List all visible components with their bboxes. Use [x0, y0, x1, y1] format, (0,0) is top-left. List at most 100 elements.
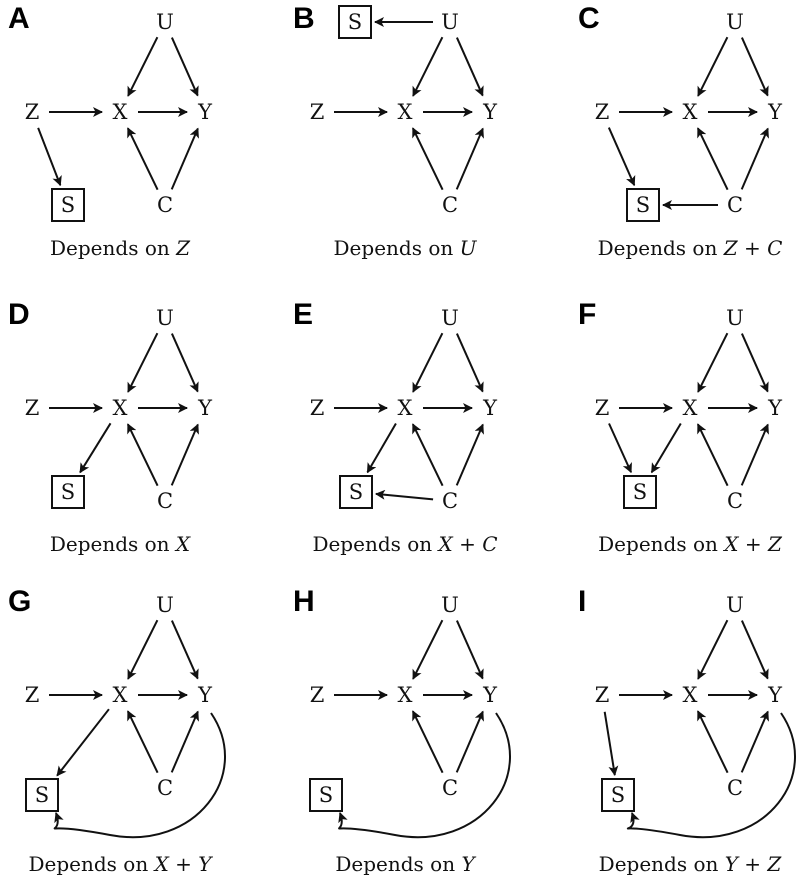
edge-c-to-s	[374, 489, 434, 501]
node-z: Z	[310, 396, 325, 420]
caption-prefix: Depends on	[50, 532, 176, 556]
edge-c-to-x	[126, 127, 159, 191]
node-s: S	[61, 193, 75, 217]
edge-x-to-s	[366, 423, 397, 474]
edge-u-to-x	[697, 619, 729, 680]
node-c: C	[442, 193, 458, 217]
edge-c-to-y	[455, 127, 484, 190]
node-u: U	[156, 10, 174, 34]
node-s: S	[611, 783, 625, 807]
panel-caption: Depends on X + Z	[598, 532, 783, 556]
node-c: C	[157, 193, 173, 217]
panel-caption: Depends on Y	[335, 852, 476, 876]
panel-letter: A	[8, 2, 30, 35]
caption-prefix: Depends on	[334, 236, 460, 260]
panel-caption: Depends on Y + Z	[599, 852, 783, 876]
edge-u-to-y	[170, 37, 199, 97]
node-x: X	[398, 683, 413, 707]
edge-x-to-s	[650, 422, 682, 474]
edge-x-to-s	[56, 708, 110, 777]
node-x: X	[683, 396, 698, 420]
caption-variables: X + C	[437, 532, 498, 556]
selection-box	[339, 475, 373, 509]
edge-u-to-x	[127, 619, 159, 680]
node-u: U	[156, 306, 174, 330]
edge-c-to-x	[696, 710, 729, 774]
edge-u-to-y	[170, 333, 199, 393]
node-c: C	[442, 776, 458, 800]
node-s: S	[319, 783, 333, 807]
node-y: Y	[197, 683, 213, 707]
edge-u-to-x	[412, 332, 444, 393]
edge-u-to-y	[170, 620, 199, 680]
panel-caption: Depends on X + Y	[28, 852, 213, 876]
edge-c-to-x	[411, 710, 444, 774]
panel-letter: F	[578, 298, 596, 331]
panel-letter: C	[578, 2, 600, 35]
caption-prefix: Depends on	[312, 532, 438, 556]
panel-caption: Depends on Z + C	[598, 236, 783, 260]
edge-u-to-x	[127, 36, 159, 97]
node-x: X	[113, 396, 128, 420]
panel-caption: Depends on X + C	[312, 532, 497, 556]
selection-box	[25, 778, 59, 812]
edge-u-to-y	[455, 620, 484, 680]
selection-box	[623, 475, 657, 509]
edge-x-to-s	[79, 422, 112, 474]
selection-box	[601, 778, 635, 812]
node-c: C	[157, 776, 173, 800]
node-x: X	[113, 683, 128, 707]
node-c: C	[727, 489, 743, 513]
node-x: X	[683, 100, 698, 124]
node-u: U	[441, 593, 459, 617]
panel-caption: Depends on Z	[50, 236, 191, 260]
caption-variables: Y	[461, 852, 476, 876]
selection-box	[309, 778, 343, 812]
edge-c-to-y	[170, 127, 199, 190]
caption-variables: X	[174, 532, 191, 556]
node-c: C	[442, 489, 458, 513]
caption-variables: Z + C	[723, 236, 783, 260]
edge-c-to-x	[411, 423, 444, 487]
caption-variables: Y + Z	[725, 852, 783, 876]
caption-prefix: Depends on	[598, 236, 724, 260]
edge-c-to-x	[411, 127, 444, 191]
node-y: Y	[767, 396, 783, 420]
node-z: Z	[25, 683, 40, 707]
node-y: Y	[767, 683, 783, 707]
caption-variables: Z	[175, 236, 191, 260]
edge-u-to-y	[740, 333, 769, 393]
edge-u-to-x	[127, 332, 159, 393]
selection-box	[338, 5, 372, 39]
panel-letter: B	[293, 2, 315, 35]
edge-u-to-y	[455, 333, 484, 393]
node-y: Y	[482, 396, 498, 420]
node-z: Z	[25, 396, 40, 420]
panel-caption: Depends on X	[50, 532, 191, 556]
selection-box	[51, 475, 85, 509]
edge-z-to-s	[603, 711, 619, 777]
node-z: Z	[25, 100, 40, 124]
node-u: U	[441, 306, 459, 330]
edge-u-to-y	[740, 620, 769, 680]
node-y: Y	[482, 683, 498, 707]
caption-variables: X + Y	[153, 852, 214, 876]
node-u: U	[726, 306, 744, 330]
selection-box	[51, 188, 85, 222]
panel-letter: D	[8, 298, 30, 331]
edge-c-to-y	[170, 423, 199, 486]
edge-z-to-s	[37, 127, 62, 187]
edge-c-to-y	[170, 710, 199, 773]
edge-u-to-y	[455, 37, 484, 97]
edge-c-to-y	[740, 423, 769, 486]
caption-variables: X + Z	[722, 532, 783, 556]
